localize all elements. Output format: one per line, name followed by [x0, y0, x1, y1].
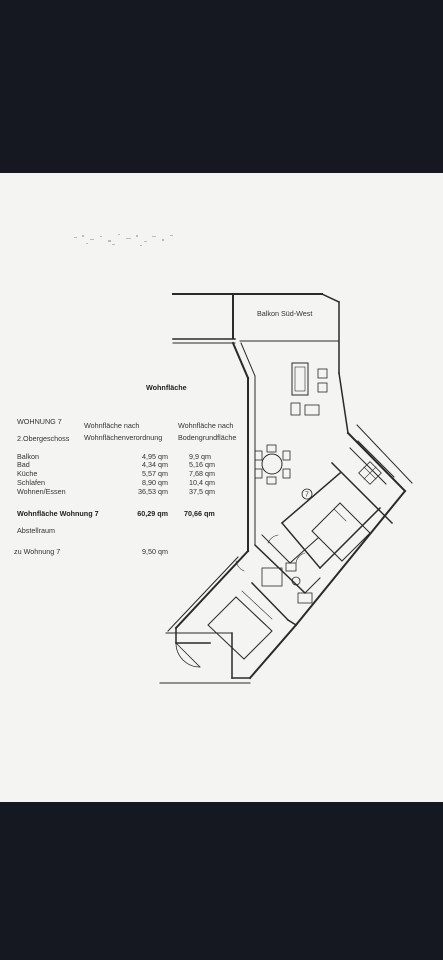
balcony-wall — [172, 338, 340, 344]
outer-wall-lower — [159, 549, 298, 684]
sofa — [290, 362, 328, 416]
scan-noise — [74, 234, 173, 246]
dining-table — [254, 444, 291, 485]
row-v2: 37,5 qm — [189, 487, 215, 496]
top-black-bar — [0, 0, 443, 173]
col2-header-1: Wohnfläche nach — [178, 421, 234, 430]
floor-label: 2.Obergeschoss — [17, 434, 70, 443]
bathroom-fixtures — [261, 562, 313, 604]
room-number: 7 — [305, 492, 309, 499]
outer-wall-right — [294, 372, 413, 627]
total-v2: 70,66 qm — [184, 509, 215, 518]
row-v2: 10,4 qm — [189, 478, 215, 487]
col1-header-1: Wohnfläche nach — [84, 421, 140, 430]
entry-door — [175, 642, 201, 668]
apartment-label: WOHNUNG 7 — [17, 417, 62, 426]
row-v2: 7,68 qm — [189, 469, 215, 478]
plan-heading: Wohnfläche — [146, 383, 187, 392]
row-name: Balkon — [17, 452, 39, 461]
bottom-black-bar — [0, 802, 443, 960]
storage-for: zu Wohnung 7 — [14, 547, 61, 556]
balcony-label: Balkon Süd-West — [257, 309, 313, 318]
floor-plan-drawing: 7 — [159, 293, 413, 684]
outer-wall-left — [231, 341, 256, 552]
total-v1: 60,29 qm — [137, 509, 168, 518]
row-name: Wohnen/Essen — [17, 487, 66, 496]
bed — [311, 502, 371, 562]
floor-plan-sheet: 7 Balkon Süd-West Wohnfläche WOHNUNG 7 W… — [0, 173, 443, 802]
storage-label: Abstellraum — [17, 526, 55, 535]
outer-wall-top — [172, 293, 340, 374]
inner-doors — [235, 534, 306, 572]
storage-value: 9,50 qm — [142, 547, 168, 556]
col1-header-2: Wohnflächenverordnung — [84, 433, 163, 442]
total-label: Wohnfläche Wohnung 7 — [17, 509, 99, 518]
row-name: Küche — [17, 469, 38, 478]
room-number-marker — [301, 488, 313, 500]
row-v1: 5,57 qm — [142, 469, 168, 478]
row-v1: 8,90 qm — [142, 478, 168, 487]
row-v1: 4,95 qm — [142, 452, 168, 461]
row-v1: 36,53 qm — [138, 487, 168, 496]
col2-header-2: Bodengrundfläche — [178, 433, 237, 442]
row-name: Schlafen — [17, 478, 45, 487]
row-v2: 5,16 qm — [189, 460, 215, 469]
inner-walls — [250, 461, 394, 627]
bed-lower — [207, 590, 273, 660]
row-v1: 4,34 qm — [142, 460, 168, 469]
row-name: Bad — [17, 460, 30, 469]
kitchen-counter — [349, 440, 395, 485]
row-v2: 9,9 qm — [189, 452, 211, 461]
